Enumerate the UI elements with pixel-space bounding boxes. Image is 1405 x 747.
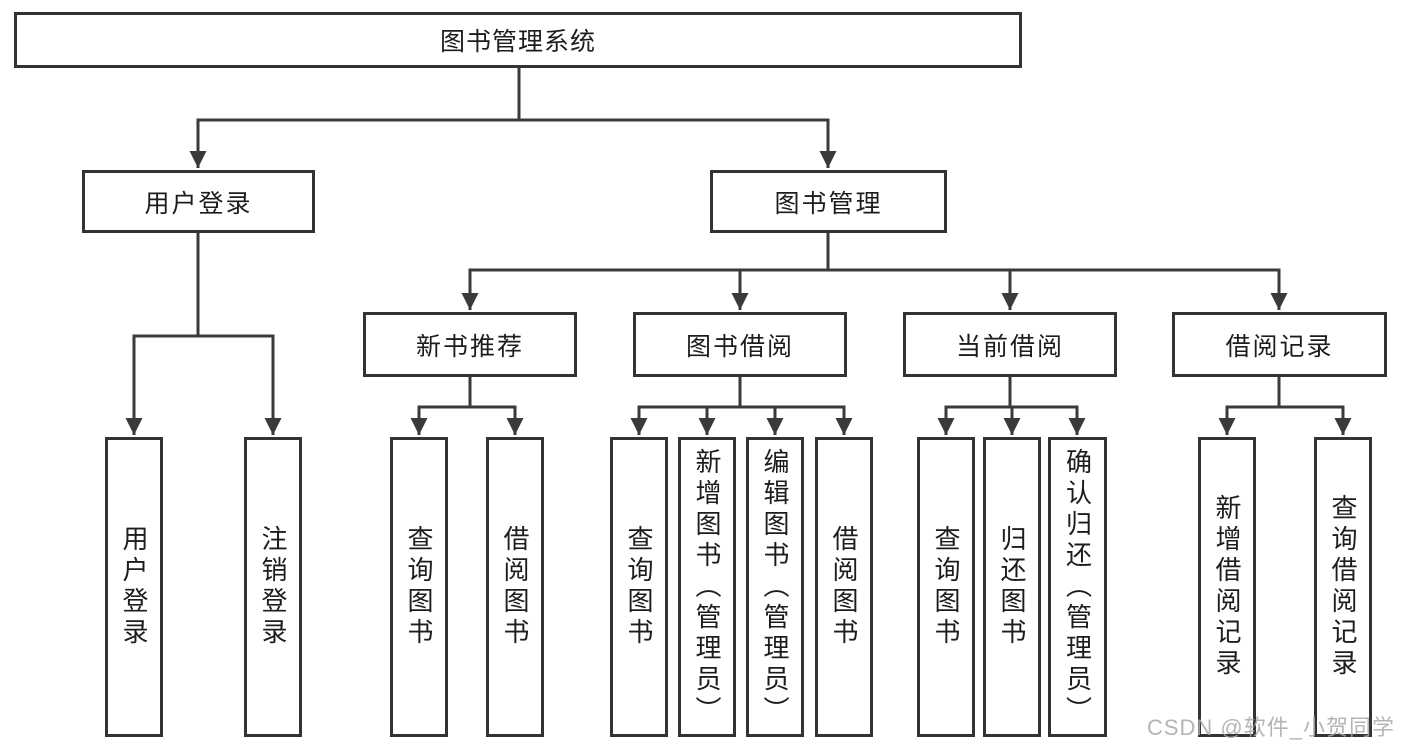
node-root-label: 图书管理系统	[439, 28, 596, 56]
leaf-return-books: 归还图书	[983, 437, 1041, 737]
leaf-user-login-label: 用户登录	[119, 525, 149, 649]
leaf-logout: 注销登录	[244, 437, 302, 737]
node-current-borrow-label: 当前借阅	[955, 332, 1064, 361]
node-borrow-records: 借阅记录	[1172, 312, 1387, 377]
node-current-borrow: 当前借阅	[903, 312, 1117, 377]
leaf-logout-label: 注销登录	[258, 525, 288, 649]
leaf-add-borrow-record: 新增借阅记录	[1198, 437, 1256, 737]
node-book-borrow: 图书借阅	[633, 312, 847, 377]
leaf-add-borrow-record-label: 新增借阅记录	[1212, 494, 1242, 680]
leaf-borrow-query-books: 查询图书	[610, 437, 668, 737]
node-user-login: 用户登录	[82, 170, 315, 233]
leaf-recommend-query-books-label: 查询图书	[404, 525, 434, 649]
node-new-book-recommend-label: 新书推荐	[415, 332, 524, 361]
node-root: 图书管理系统	[14, 12, 1022, 68]
node-book-management-label: 图书管理	[774, 189, 883, 218]
node-book-management: 图书管理	[710, 170, 947, 233]
leaf-query-borrow-record: 查询借阅记录	[1314, 437, 1372, 737]
leaf-current-query-books-label: 查询图书	[931, 525, 961, 649]
leaf-recommend-query-books: 查询图书	[390, 437, 448, 737]
leaf-user-login: 用户登录	[105, 437, 163, 737]
leaf-confirm-return-admin: 确认归还（管理员）	[1048, 437, 1107, 737]
csdn-watermark: CSDN @软件_小贺同学	[1146, 715, 1395, 740]
leaf-borrow-query-books-label: 查询图书	[624, 525, 654, 649]
leaf-add-books-admin: 新增图书（管理员）	[678, 437, 736, 737]
leaf-edit-books-admin-label: 编辑图书（管理员）	[760, 447, 790, 727]
leaf-return-books-label: 归还图书	[997, 525, 1027, 649]
leaf-recommend-borrow-books: 借阅图书	[486, 437, 544, 737]
leaf-confirm-return-admin-label: 确认归还（管理员）	[1062, 447, 1093, 727]
node-borrow-records-label: 借阅记录	[1225, 332, 1334, 361]
node-new-book-recommend: 新书推荐	[363, 312, 577, 377]
node-user-login-label: 用户登录	[144, 189, 253, 218]
leaf-current-query-books: 查询图书	[917, 437, 975, 737]
leaf-borrow-books: 借阅图书	[815, 437, 873, 737]
leaf-query-borrow-record-label: 查询借阅记录	[1328, 494, 1358, 680]
leaf-add-books-admin-label: 新增图书（管理员）	[692, 447, 722, 727]
node-book-borrow-label: 图书借阅	[685, 332, 794, 361]
leaf-recommend-borrow-books-label: 借阅图书	[500, 525, 530, 649]
leaf-edit-books-admin: 编辑图书（管理员）	[746, 437, 804, 737]
leaf-borrow-books-label: 借阅图书	[829, 525, 859, 649]
